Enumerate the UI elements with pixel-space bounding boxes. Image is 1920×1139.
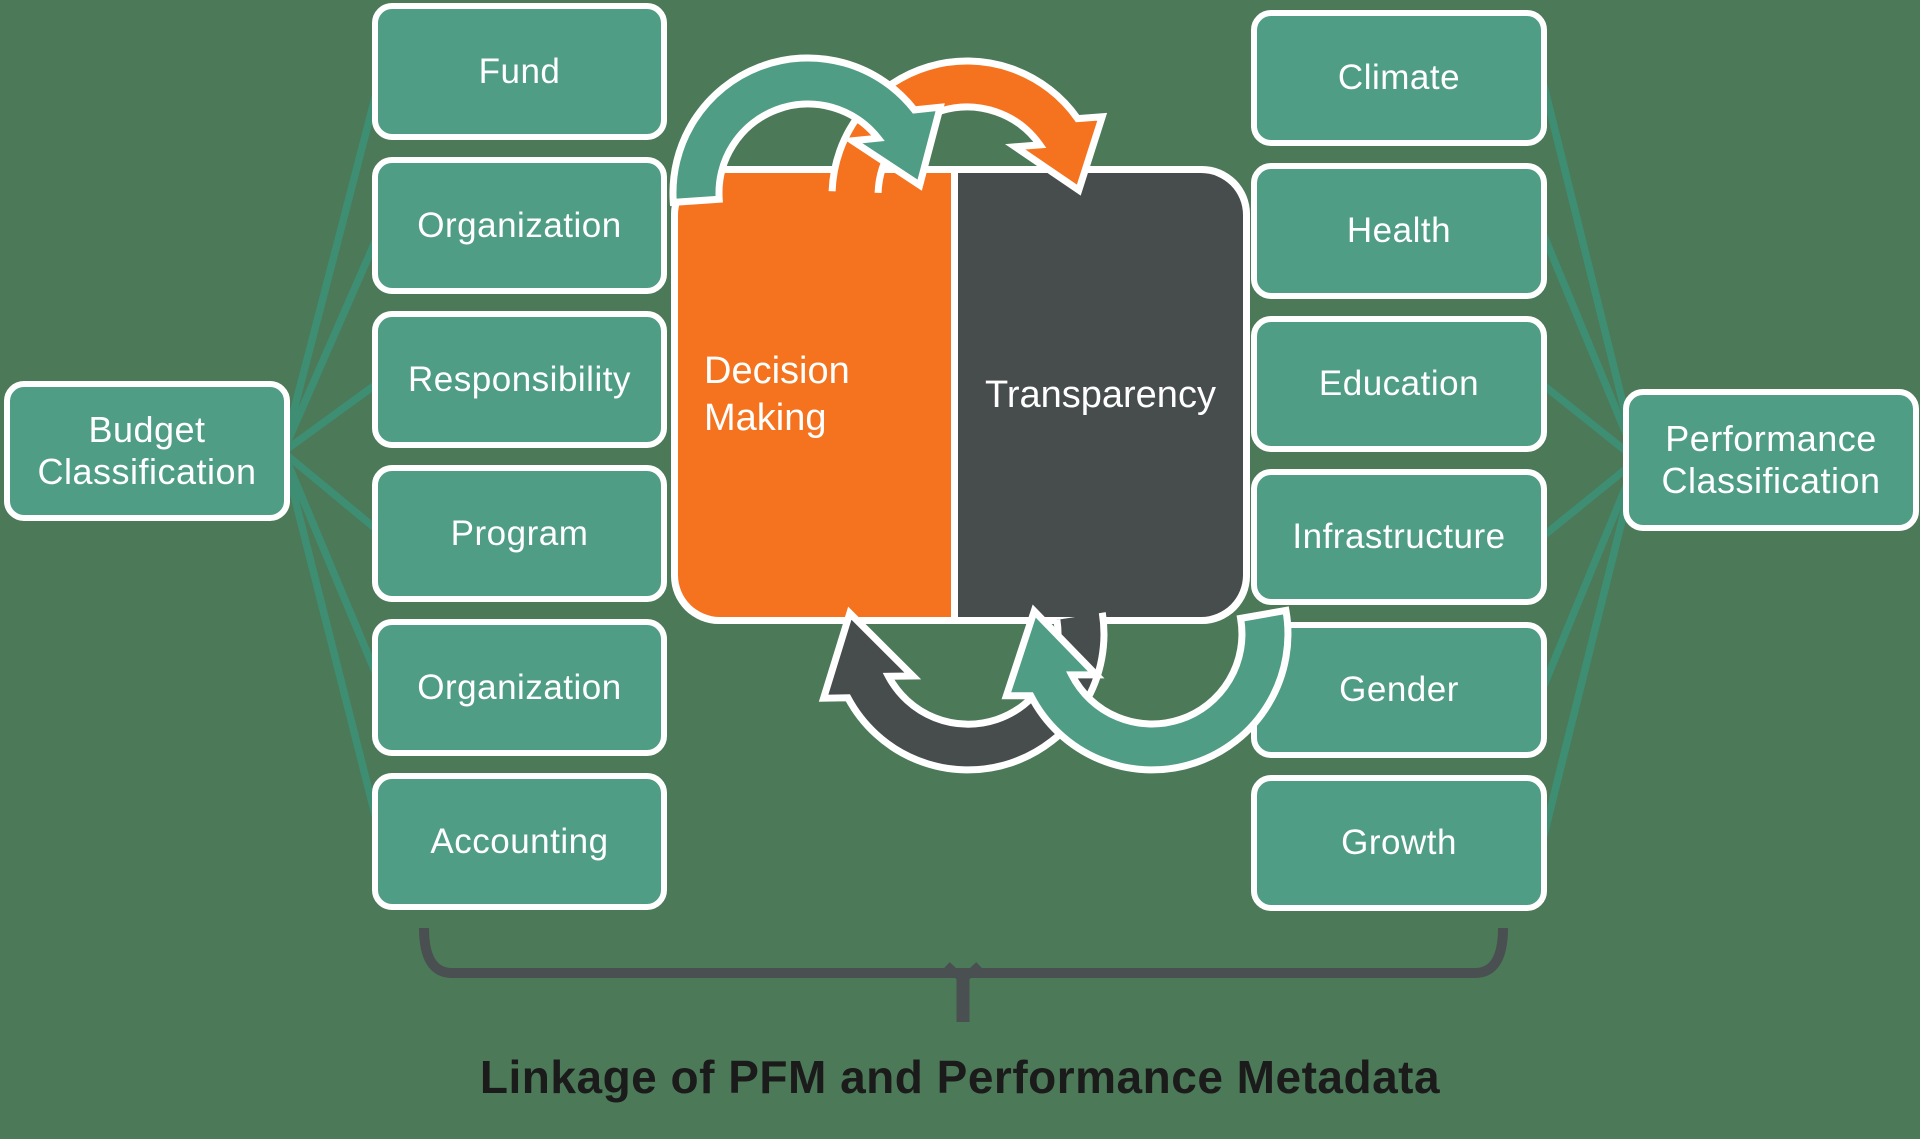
performance-classification-label: Performance Classification	[1661, 417, 1881, 501]
connector-performance-growth	[1538, 459, 1641, 844]
diagram-caption: Linkage of PFM and Performance Metadata	[479, 1051, 1441, 1103]
pfm-item-label: Accounting	[430, 821, 609, 861]
performance-item-label: Climate	[1337, 58, 1461, 98]
connector-budget-accounting	[279, 451, 386, 843]
pfm-item-label: Responsibility	[408, 359, 631, 399]
pfm-item-program: Program	[372, 465, 667, 602]
pfm-item-fund: Fund	[372, 3, 667, 140]
cycle-frame: Decision Making Transparency	[671, 166, 1250, 624]
performance-item-growth: Growth	[1251, 775, 1547, 911]
performance-item-label: Gender	[1339, 670, 1459, 710]
performance-item-health: Health	[1251, 163, 1547, 299]
budget-classification-label: Budget Classification	[37, 408, 257, 492]
connector-budget-organization2	[279, 450, 386, 690]
pfm-item-label: Fund	[478, 51, 561, 91]
pfm-item-responsibility: Responsibility	[372, 311, 667, 448]
performance-item-label: Growth	[1341, 823, 1457, 863]
span-bracket	[419, 927, 1508, 1022]
decision-making-label: Decision Making	[704, 349, 850, 439]
connector-budget-program	[280, 449, 385, 537]
performance-item-gender: Gender	[1251, 622, 1547, 758]
performance-item-label: Infrastructure	[1292, 517, 1506, 557]
decision-making-box: Decision Making	[678, 173, 951, 617]
performance-item-label: Health	[1346, 211, 1452, 251]
cycle-arrow-bottom-gray	[818, 606, 1108, 774]
performance-classification-box: Performance Classification	[1623, 389, 1919, 531]
transparency-box: Transparency	[958, 173, 1243, 617]
bracket-caret	[944, 962, 982, 986]
budget-classification-box: Budget Classification	[4, 381, 290, 521]
bracket-bar	[419, 927, 1508, 978]
connector-budget-organization1	[279, 224, 386, 454]
connector-budget-responsibility	[280, 376, 385, 456]
performance-item-climate: Climate	[1251, 10, 1547, 146]
pfm-item-label: Organization	[417, 667, 622, 707]
budget-connector-lines	[279, 70, 386, 843]
pfm-item-label: Organization	[417, 205, 622, 245]
performance-item-education: Education	[1251, 316, 1547, 452]
performance-item-label: Education	[1318, 364, 1480, 404]
pfm-item-accounting: Accounting	[372, 773, 667, 910]
pfm-item-organization-1: Organization	[372, 157, 667, 294]
pfm-item-label: Program	[450, 513, 589, 553]
performance-item-infrastructure: Infrastructure	[1251, 469, 1547, 605]
pfm-item-organization-2: Organization	[372, 619, 667, 756]
connector-budget-fund	[279, 70, 386, 453]
cycle-arrow-bottom-teal	[1001, 604, 1292, 774]
transparency-label: Transparency	[985, 373, 1216, 416]
